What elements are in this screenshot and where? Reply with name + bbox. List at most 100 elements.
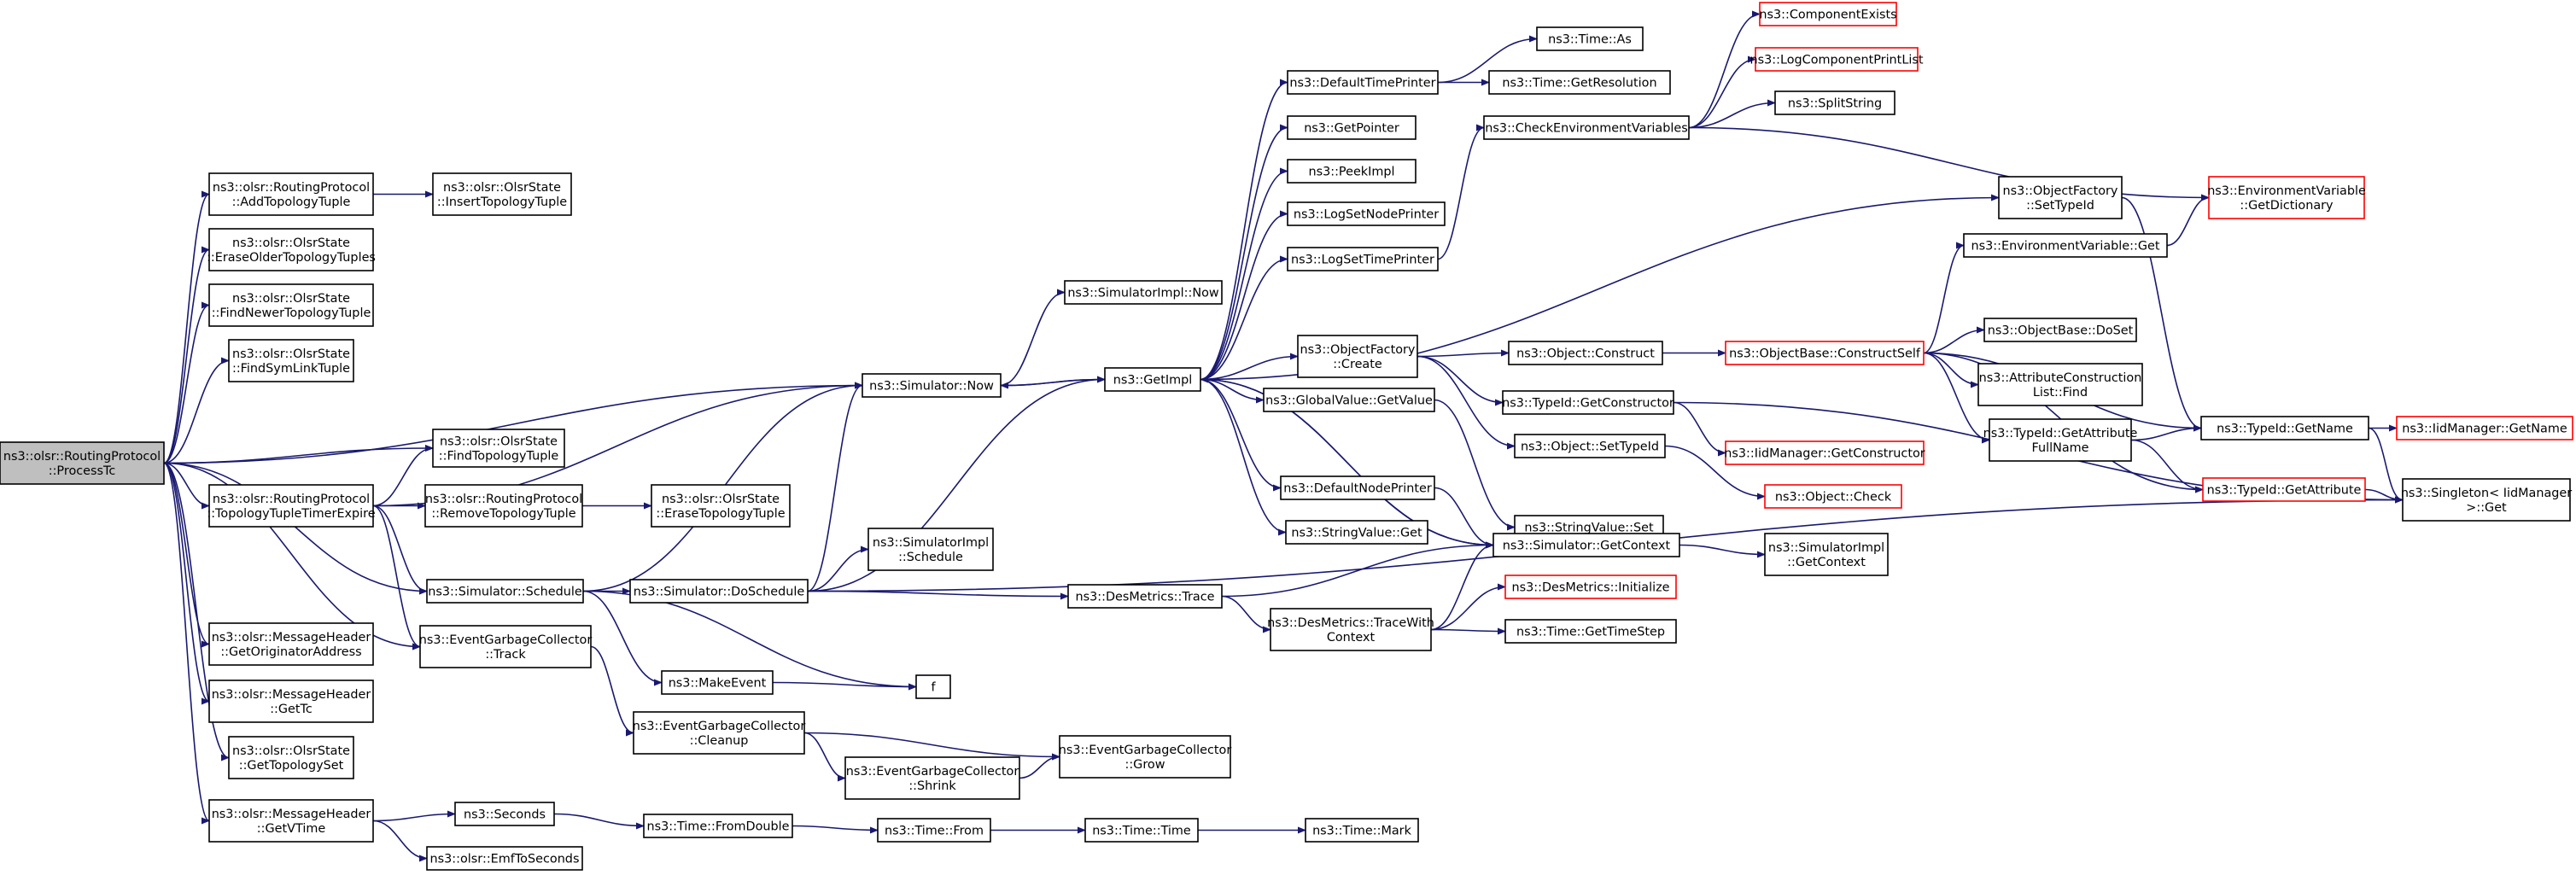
node-box	[1297, 335, 1418, 378]
node-label: ns3::Simulator::DoSchedule	[634, 586, 805, 599]
edge-checkEnv-to-compExists	[1688, 10, 1761, 129]
node-schedule[interactable]: ns3::Simulator::Schedule	[426, 579, 584, 604]
node-label: ::Shrink	[908, 779, 956, 793]
node-singletonGet[interactable]: ns3::Singleton< IidManager >::Get	[2401, 478, 2572, 522]
node-box	[915, 674, 951, 699]
node-label: ns3::olsr::EmfToSeconds	[430, 853, 580, 866]
node-getImpl[interactable]: ns3::GetImpl	[1104, 367, 1201, 392]
node-ofSetTypeId[interactable]: ns3::ObjectFactory::SetTypeId	[1998, 176, 2123, 219]
node-constructSelf[interactable]: ns3::ObjectBase::ConstructSelf	[1725, 341, 1925, 365]
node-timeAs[interactable]: ns3::Time::As	[1536, 26, 1644, 51]
node-desTrace[interactable]: ns3::DesMetrics::Trace	[1067, 584, 1223, 609]
edge-logSetTime-to-checkEnv	[1437, 124, 1485, 260]
edge-getImpl-to-ofCreate	[1200, 353, 1299, 381]
node-eraseOlder[interactable]: ns3::olsr::OlsrState::EraseOlderTopology…	[207, 228, 376, 271]
node-label: ns3::ObjectFactory	[1300, 343, 1416, 357]
node-label: ns3::Time::From	[885, 825, 984, 838]
node-timeFrom[interactable]: ns3::Time::From	[877, 818, 991, 843]
node-doSet[interactable]: ns3::ObjectBase::DoSet	[1983, 318, 2137, 342]
node-gvGetValue[interactable]: ns3::GlobalValue::GetValue	[1263, 388, 1435, 412]
node-simImplGetCtx[interactable]: ns3::SimulatorImpl::GetContext	[1764, 533, 1889, 576]
node-doSchedule[interactable]: ns3::Simulator::DoSchedule	[629, 579, 809, 604]
edge-root-to-getTc	[163, 462, 210, 705]
node-objConstruct[interactable]: ns3::Object::Construct	[1508, 341, 1663, 365]
node-fromDouble[interactable]: ns3::Time::FromDouble	[643, 814, 793, 838]
node-addTopo[interactable]: ns3::olsr::RoutingProtocol::AddTopologyT…	[208, 172, 374, 216]
node-typeGetCons[interactable]: ns3::TypeId::GetConstructor	[1502, 390, 1674, 415]
node-label: ns3::Singleton< IidManager	[2401, 487, 2572, 500]
node-label: ns3::DesMetrics::TraceWith	[1267, 616, 1434, 630]
node-box	[1064, 280, 1223, 305]
node-simNow[interactable]: ns3::Simulator::Now	[862, 373, 1002, 398]
node-box	[633, 711, 805, 755]
node-getPointer[interactable]: ns3::GetPointer	[1287, 115, 1417, 140]
node-getVTime[interactable]: ns3::olsr::MessageHeader::GetVTime	[208, 799, 374, 843]
node-egcCleanup[interactable]: ns3::EventGarbageCollector::Cleanup	[633, 711, 806, 755]
node-objSetTypeId[interactable]: ns3::Object::SetTypeId	[1514, 434, 1666, 458]
node-typeGetName[interactable]: ns3::TypeId::GetName	[2200, 416, 2369, 440]
node-desInit[interactable]: ns3::DesMetrics::Initialize	[1504, 575, 1677, 599]
node-label: f	[931, 681, 936, 695]
node-makeEvent[interactable]: ns3::MakeEvent	[661, 670, 774, 695]
node-seconds[interactable]: ns3::Seconds	[454, 802, 555, 826]
node-box	[1287, 70, 1439, 95]
node-findSym[interactable]: ns3::olsr::OlsrState::FindSymLinkTuple	[228, 339, 354, 382]
node-simImplNow[interactable]: ns3::SimulatorImpl::Now	[1064, 280, 1223, 305]
node-splitString[interactable]: ns3::SplitString	[1774, 90, 1895, 115]
edge-getImpl-to-defNodePrinter	[1200, 378, 1282, 492]
edge-schedule-to-makeEvent	[582, 590, 663, 686]
node-egcShrink[interactable]: ns3::EventGarbageCollector::Shrink	[844, 756, 1020, 800]
edge-egcTrack-to-egcCleanup	[590, 645, 634, 737]
edge-root-to-findNewer	[163, 301, 210, 464]
node-peekImpl[interactable]: ns3::PeekImpl	[1287, 159, 1417, 184]
node-timeGetRes[interactable]: ns3::Time::GetResolution	[1488, 70, 1671, 95]
node-timeMark[interactable]: ns3::Time::Mark	[1305, 818, 1419, 843]
node-envGet[interactable]: ns3::EnvironmentVariable::Get	[1963, 233, 2168, 258]
node-typeGetAttr[interactable]: ns3::TypeId::GetAttribute	[2202, 477, 2366, 502]
node-iidGetName[interactable]: ns3::IidManager::GetName	[2396, 416, 2573, 440]
node-eraseTopo[interactable]: ns3::olsr::OlsrState::EraseTopologyTuple	[651, 484, 791, 528]
node-label: ns3::DefaultTimePrinter	[1289, 77, 1435, 90]
edge-ofSetTypeId-to-typeGetName	[2121, 196, 2202, 432]
node-defNodePrinter[interactable]: ns3::DefaultNodePrinter	[1280, 475, 1435, 500]
node-logCompPrint[interactable]: ns3::LogComponentPrintList	[1750, 47, 1924, 72]
node-checkEnv[interactable]: ns3::CheckEnvironmentVariables	[1483, 115, 1690, 140]
node-getTimeStep[interactable]: ns3::Time::GetTimeStep	[1504, 619, 1677, 644]
node-egcGrow[interactable]: ns3::EventGarbageCollector::Grow	[1059, 735, 1232, 779]
node-findTopo[interactable]: ns3::olsr::OlsrState::FindTopologyTuple	[432, 429, 565, 468]
node-emf[interactable]: ns3::olsr::EmfToSeconds	[426, 846, 583, 871]
node-label: ns3::olsr::RoutingProtocol	[213, 181, 370, 195]
node-box	[1104, 367, 1201, 392]
node-getTopoSet[interactable]: ns3::olsr::OlsrState::GetTopologySet	[228, 736, 354, 779]
edge-getAttrFull-to-typeGetName	[2130, 424, 2202, 441]
node-getOrig[interactable]: ns3::olsr::MessageHeader::GetOriginatorA…	[208, 622, 374, 666]
node-egcTrack[interactable]: ns3::EventGarbageCollector::Track	[419, 625, 593, 668]
node-simGetContext[interactable]: ns3::Simulator::GetContext	[1492, 533, 1680, 557]
node-envGetDict[interactable]: ns3::EnvironmentVariable::GetDictionary	[2207, 176, 2366, 219]
node-insertTopo[interactable]: ns3::olsr::OlsrState::InsertTopologyTupl…	[432, 172, 572, 216]
node-objCheck[interactable]: ns3::Object::Check	[1764, 484, 1902, 509]
node-ofCreate[interactable]: ns3::ObjectFactory::Create	[1297, 335, 1418, 378]
node-logSetTime[interactable]: ns3::LogSetTimePrinter	[1287, 247, 1439, 271]
edge-ofCreate-to-objSetTypeId	[1417, 355, 1516, 450]
node-topoExpire[interactable]: ns3::olsr::RoutingProtocol::TopologyTupl…	[207, 484, 376, 528]
node-simImplSchedule[interactable]: ns3::SimulatorImpl::Schedule	[867, 528, 994, 571]
node-label: ::GetOriginatorAddress	[220, 645, 361, 659]
node-timeTime[interactable]: ns3::Time::Time	[1084, 818, 1199, 843]
node-logSetNode[interactable]: ns3::LogSetNodePrinter	[1287, 201, 1446, 226]
node-removeTopo[interactable]: ns3::olsr::RoutingProtocol::RemoveTopolo…	[424, 484, 583, 528]
node-iidGetCons[interactable]: ns3::IidManager::GetConstructor	[1724, 440, 1925, 465]
node-compExists[interactable]: ns3::ComponentExists	[1759, 2, 1897, 26]
edge-traceWith-to-simGetContext	[1430, 541, 1494, 631]
node-root[interactable]: ns3::olsr::RoutingProtocol::ProcessTc	[0, 441, 165, 485]
node-getTc[interactable]: ns3::olsr::MessageHeader::GetTc	[208, 680, 374, 723]
node-findNewer[interactable]: ns3::olsr::OlsrState::FindNewerTopologyT…	[208, 283, 374, 327]
node-label: ns3::Time::Mark	[1312, 825, 1412, 838]
node-f[interactable]: f	[915, 674, 951, 699]
node-svGet[interactable]: ns3::StringValue::Get	[1285, 520, 1428, 545]
edge-desTrace-to-traceWith	[1221, 595, 1271, 633]
node-defTimePrinter[interactable]: ns3::DefaultTimePrinter	[1287, 70, 1439, 95]
